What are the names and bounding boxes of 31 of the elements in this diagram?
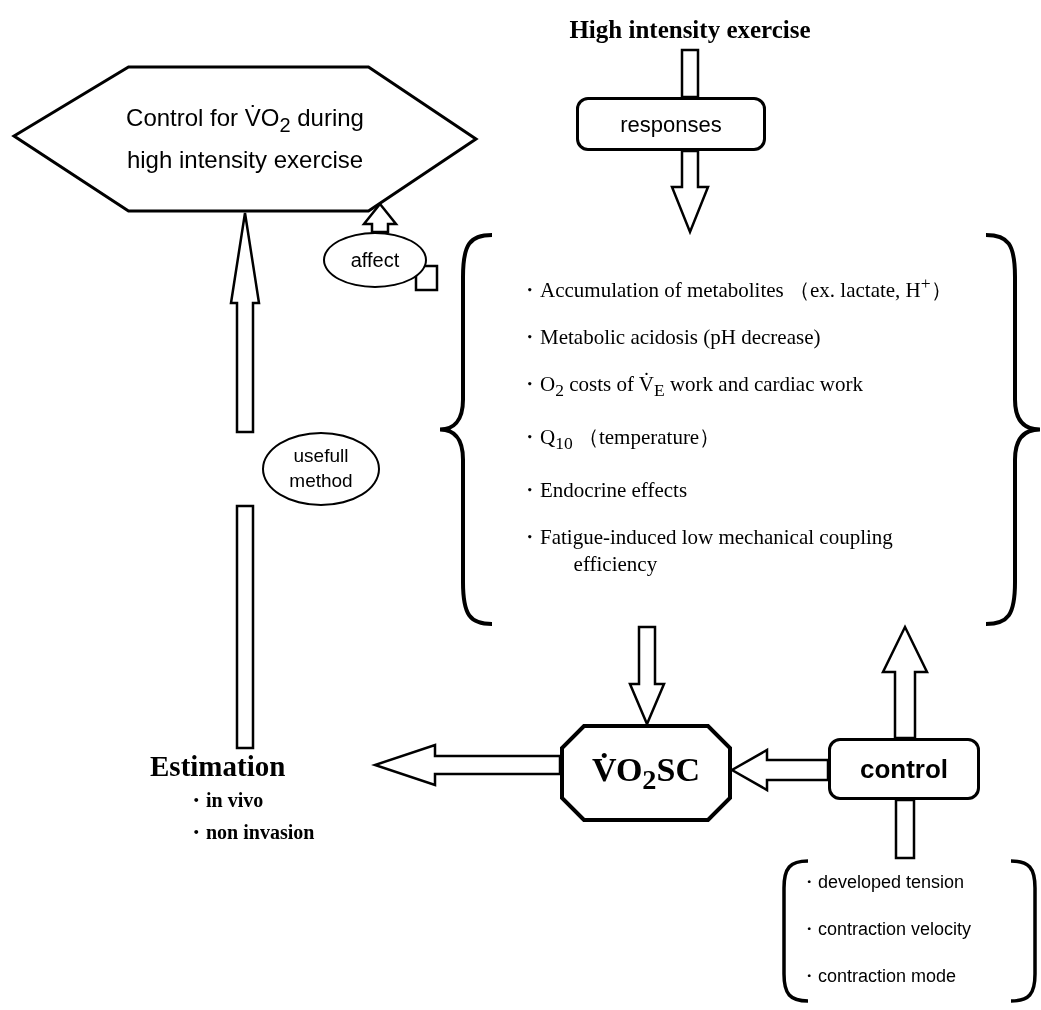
list-item: ・contraction velocity [800,918,972,941]
hollow-connector [414,264,439,292]
rounded-box [576,97,766,151]
ellipse-label: usefull method [288,444,354,493]
list-item: ・non invasion [185,820,316,845]
list-item: ・O$_{2}$ costs of V̇$_{E}$ work and cardiac work [519,371,864,403]
hollow-connector [235,504,255,750]
rounded-box [828,738,980,800]
hollow-arrow [729,747,830,793]
hollow-connector [894,798,916,860]
hollow-arrow [670,149,710,236]
list-item: ・Endocrine effects [519,477,689,505]
list-item: ・contraction mode [800,965,958,988]
list-item: ・Metabolic acidosis (pH decrease) [519,324,822,351]
hollow-arrow [371,743,562,787]
heading-text: Estimation [150,749,287,784]
octagon-label: V̇O$_{2}$SC [592,749,700,797]
list-item: ・in vivo [185,788,265,813]
list-item: ・developed tension [800,871,966,894]
hollow-arrow [229,211,261,434]
list-item: ・Fatigue-induced low mechanical coupling efficiency [519,524,894,579]
heading-text: High intensity exercise [545,10,835,50]
hollow-arrow [881,624,929,740]
hollow-connector [680,48,700,99]
box-label: control [859,752,949,786]
hexagon-label: Control for V̇O$_{2}$ during high intensity exercise [125,102,365,175]
hollow-arrow [361,202,399,234]
ellipse-label: affect [350,248,400,273]
box-label: responses [620,110,722,139]
list-item: ・Q$_{10}$ （temperature） [519,424,722,456]
list-item: ・Accumulation of metabolites （ex. lactate, H$^{+}$） [519,272,953,304]
